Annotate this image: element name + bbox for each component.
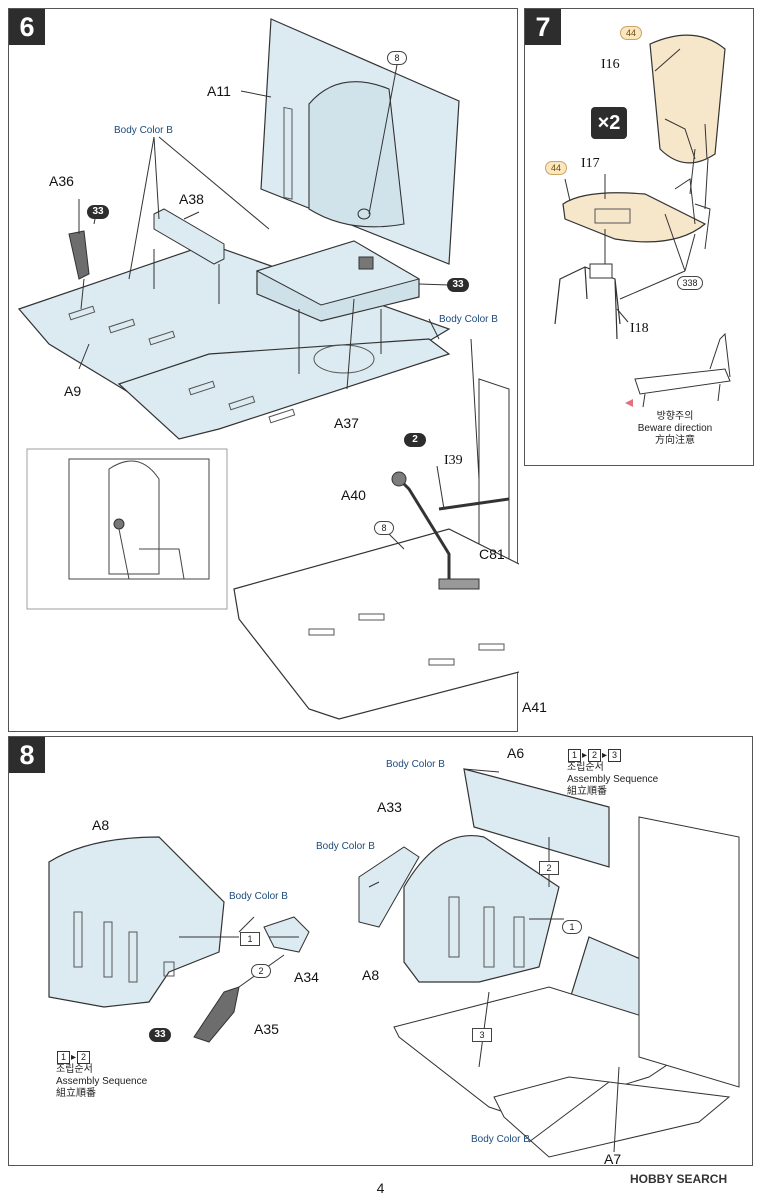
part-label-i17: I17 xyxy=(581,156,600,171)
body-color-b-label: Body Color B xyxy=(439,314,498,325)
sequence-steps: 1▸2▸3 xyxy=(567,749,658,762)
part-badge-2: 2 xyxy=(404,433,426,447)
part-label-i39: I39 xyxy=(444,453,463,468)
part-label-i16: I16 xyxy=(601,57,620,72)
part-label-a40: A40 xyxy=(341,487,366,503)
assembly-sequence-note-right: 1▸2▸3 조립순서 Assembly Sequence 組立順番 xyxy=(567,749,658,798)
step-7-drawing xyxy=(554,34,731,408)
sequence-step-1: 1 xyxy=(568,749,581,762)
part-badge-8: 8 xyxy=(387,51,407,65)
sequence-korean: 조립순서 xyxy=(567,762,604,774)
step-8-number: 8 xyxy=(9,737,45,773)
part-label-a7: A7 xyxy=(604,1151,622,1167)
step-6-drawing xyxy=(17,18,519,720)
part-label-a33: A33 xyxy=(377,799,402,815)
sequence-step-2: 2 xyxy=(77,1051,91,1064)
quantity-multiplier-badge: ×2 xyxy=(591,107,627,139)
part-badge-338: 338 xyxy=(677,276,703,290)
part-label-a38: A38 xyxy=(179,191,204,207)
part-label-a9: A9 xyxy=(64,383,82,399)
part-label-a41: A41 xyxy=(522,699,547,715)
sequence-japanese: 組立順番 xyxy=(567,786,607,798)
part-badge-44: 44 xyxy=(620,26,642,40)
part-label-a8-left: A8 xyxy=(92,817,110,833)
sequence-steps: 1▸2 xyxy=(56,1051,147,1064)
watermark: HOBBY SEARCH xyxy=(630,1172,728,1186)
sequence-english: Assembly Sequence xyxy=(567,774,659,786)
part-label-a37: A37 xyxy=(334,415,359,431)
step-marker-2: 2 xyxy=(539,861,559,875)
part-label-a11: A11 xyxy=(207,83,231,99)
part-label-i18: I18 xyxy=(630,321,649,336)
step-8-panel: 8 xyxy=(8,736,753,1167)
sequence-step-3: 3 xyxy=(608,749,622,762)
part-badge-33: 33 xyxy=(149,1028,171,1042)
sequence-english: Assembly Sequence xyxy=(56,1076,148,1088)
step-7-number: 7 xyxy=(525,9,561,45)
part-label-a6: A6 xyxy=(507,745,525,761)
part-badge-44: 44 xyxy=(545,161,567,175)
step-7-panel: 7 44 I16 ×2 44 I17 338 xyxy=(524,8,754,466)
step-6-number: 6 xyxy=(9,9,45,45)
beware-korean: 방향주의 xyxy=(656,411,694,422)
part-label-c81: C81 xyxy=(479,546,505,562)
body-color-b-label: Body Color B xyxy=(114,125,173,136)
step-6-panel: 6 xyxy=(8,8,547,732)
sequence-step-2: 2 xyxy=(588,749,602,762)
part-label-a8-right: A8 xyxy=(362,967,380,983)
step-marker-2: 2 xyxy=(251,964,271,978)
step-8-drawing xyxy=(48,768,740,1158)
step-marker-1: 1 xyxy=(562,920,582,934)
step-marker-3: 3 xyxy=(472,1028,492,1042)
step-marker-1: 1 xyxy=(240,932,260,946)
part-badge-33: 33 xyxy=(447,278,469,292)
part-badge-8: 8 xyxy=(374,521,394,535)
sequence-step-1: 1 xyxy=(57,1051,70,1064)
body-color-b-label: Body Color B xyxy=(229,891,288,902)
beware-direction-note: 방향주의 Beware direction 方向注意 xyxy=(625,411,725,447)
beware-english: Beware direction xyxy=(637,423,713,434)
body-color-b-label: Body Color B xyxy=(316,841,375,852)
sequence-korean: 조립순서 xyxy=(56,1064,93,1076)
part-label-a34: A34 xyxy=(294,969,319,985)
sequence-japanese: 組立順番 xyxy=(56,1088,96,1100)
part-badge-33: 33 xyxy=(87,205,109,219)
part-label-a35: A35 xyxy=(254,1021,279,1037)
body-color-b-label: Body Color B xyxy=(471,1134,530,1145)
body-color-b-label: Body Color B xyxy=(386,759,445,770)
assembly-sequence-note-left: 1▸2 조립순서 Assembly Sequence 組立順番 xyxy=(56,1051,147,1100)
page-number: 4 xyxy=(376,1180,385,1196)
part-label-a36: A36 xyxy=(49,173,74,189)
beware-japanese: 方向注意 xyxy=(655,435,695,446)
